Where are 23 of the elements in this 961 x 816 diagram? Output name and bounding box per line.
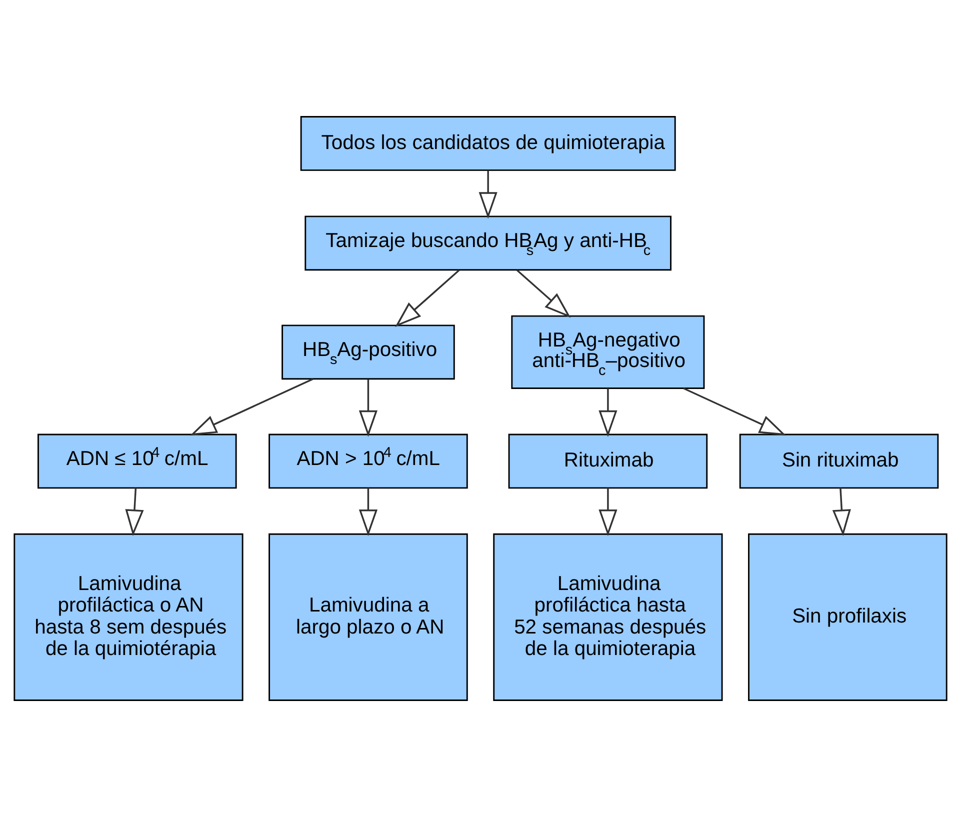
node-box: ADN ≤ 10$^{4}$ c/mL <box>38 433 237 488</box>
node-box: Sin rituximab <box>739 433 939 488</box>
arrow <box>478 170 498 218</box>
arrow <box>358 378 378 436</box>
arrow <box>683 387 786 435</box>
node-box: Rituximab <box>508 433 708 488</box>
node-box: ADN > 10$^{4}$ c/mL <box>268 433 468 488</box>
node-box: Tamizaje buscando HB$_{s}$Ag y anti-HB$_{c}$ <box>304 215 672 270</box>
arrow <box>358 487 378 536</box>
node-box: Sin profilaxis <box>748 532 948 700</box>
node-box: HB$_{s}$Ag-negativo anti-HB$_{c}$–positivo <box>511 314 705 388</box>
node-box: Todos los candidatos de quimioterapia <box>300 116 676 170</box>
arrow <box>516 269 571 318</box>
arrow <box>832 487 851 536</box>
node-box: Lamivudina profiláctica o AN hasta 8 sem después de la quimiotérapia <box>14 532 244 700</box>
arrow <box>190 378 314 435</box>
node-box: Lamivudina profiláctica hasta 52 semanas después de la quimioterapia <box>493 532 723 700</box>
arrow <box>598 388 618 436</box>
node-box: HB$_{s}$Ag-positivo <box>282 324 455 380</box>
arrow <box>395 269 460 326</box>
arrow <box>598 487 618 536</box>
node-box: Lamivudina a largo plazo o AN <box>268 532 468 700</box>
arrow <box>125 487 144 536</box>
